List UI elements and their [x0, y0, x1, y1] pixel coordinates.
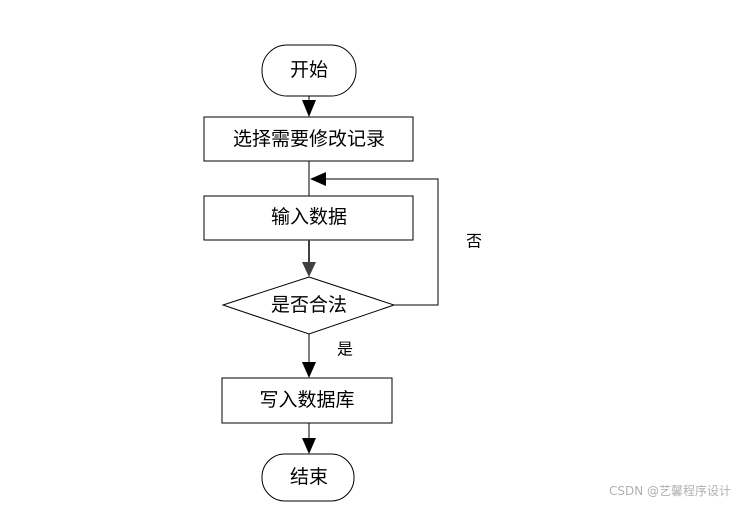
end-label: 结束 — [290, 466, 328, 488]
start-label: 开始 — [290, 59, 328, 81]
arrowhead-write-to-end — [302, 438, 316, 454]
process-input-data-label: 输入数据 — [271, 206, 347, 228]
watermark: CSDN @艺馨程序设计 — [608, 484, 731, 498]
arrowhead-decision-yes — [302, 362, 316, 378]
arrowhead-start-to-select — [302, 100, 316, 117]
label-yes: 是 — [337, 340, 353, 359]
arrowhead-no-loop — [310, 172, 326, 186]
process-select-record-label: 选择需要修改记录 — [233, 128, 385, 150]
process-select-record — [203, 116, 414, 162]
decision-is-valid-label: 是否合法 — [271, 294, 347, 316]
process-write-db-label: 写入数据库 — [259, 389, 354, 411]
process-write-db — [221, 377, 393, 424]
end-terminator — [261, 453, 355, 502]
label-no: 否 — [466, 232, 482, 251]
edge-decision-no-loop — [326, 178, 439, 306]
arrowhead-input-to-decision — [302, 262, 316, 277]
